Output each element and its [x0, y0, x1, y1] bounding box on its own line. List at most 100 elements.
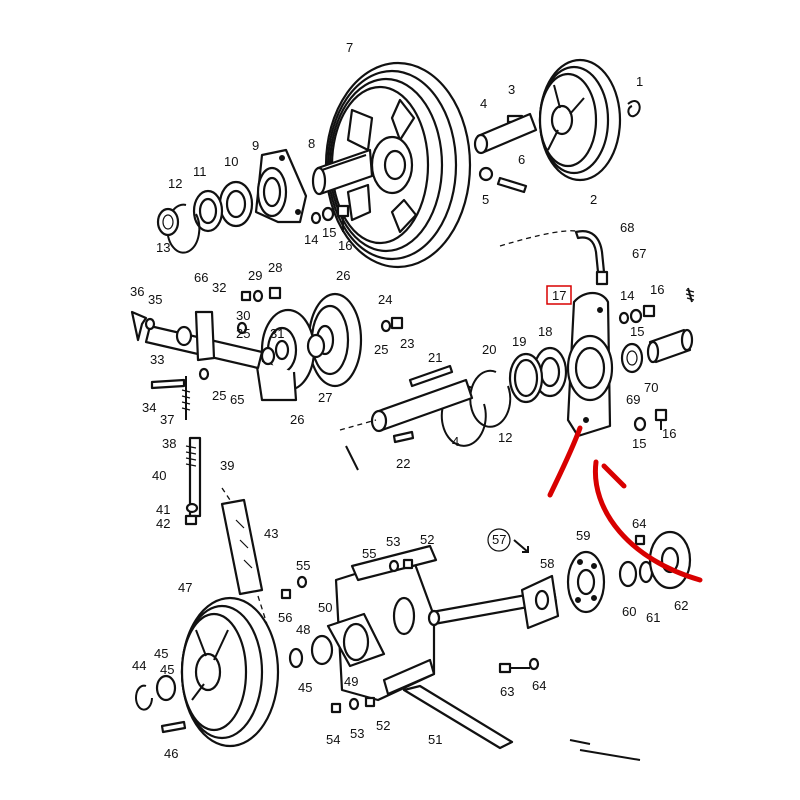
label-56: 56 — [278, 610, 292, 625]
pivot-31 — [260, 346, 276, 366]
bolt-34 — [150, 378, 186, 390]
bolt-54 — [330, 702, 342, 714]
label-18: 18 — [538, 324, 552, 339]
label-1: 1 — [636, 74, 643, 89]
highlight-box-17 — [546, 285, 572, 305]
circlip-13 — [156, 207, 180, 237]
label-53a: 53 — [386, 534, 400, 549]
label-54: 54 — [326, 732, 340, 747]
label-38: 38 — [162, 436, 176, 451]
label-45b: 45 — [160, 662, 174, 677]
label-12b: 12 — [498, 430, 512, 445]
label-14b: 14 — [620, 288, 634, 303]
bolt-64 — [634, 534, 646, 546]
bearing-69 — [620, 342, 644, 374]
label-29: 29 — [248, 268, 262, 283]
key-21 — [408, 364, 454, 388]
label-50: 50 — [318, 600, 332, 615]
ring-19 — [508, 352, 544, 404]
label-52a: 52 — [420, 532, 434, 547]
nut-24 — [380, 319, 392, 333]
washer-64b — [528, 657, 540, 671]
clip-1 — [627, 100, 641, 118]
corner-cut — [569, 739, 641, 761]
label-64b: 64 — [532, 678, 546, 693]
label-48: 48 — [296, 622, 310, 637]
label-13: 13 — [156, 240, 170, 255]
label-70: 70 — [644, 380, 658, 395]
nut-41 — [185, 502, 199, 514]
label-65: 65 — [230, 392, 244, 407]
large-pulley-7 — [324, 61, 472, 269]
label-61: 61 — [646, 610, 660, 625]
nut-5 — [478, 166, 494, 182]
label-45c: 45 — [298, 680, 312, 695]
label-55a: 55 — [296, 558, 310, 573]
sleeve-70 — [646, 328, 694, 364]
pulley-2 — [538, 58, 622, 182]
bearing-27 — [306, 333, 326, 359]
label-19: 19 — [512, 334, 526, 349]
label-2: 2 — [590, 192, 597, 207]
label-15a: 15 — [322, 225, 336, 240]
bolt-16b — [642, 304, 656, 318]
rod-51 — [402, 684, 514, 750]
label-21: 21 — [428, 350, 442, 365]
washer-53 — [388, 559, 400, 573]
label-63: 63 — [500, 684, 514, 699]
label-55b: 55 — [362, 546, 376, 561]
bolt-56 — [280, 588, 292, 600]
label-39: 39 — [220, 458, 234, 473]
label-36: 36 — [130, 284, 144, 299]
label-34: 34 — [142, 400, 156, 415]
nut-52b — [364, 696, 376, 708]
label-10: 10 — [224, 154, 238, 169]
washer-55 — [296, 575, 308, 589]
label-11: 11 — [193, 164, 207, 179]
label-43: 43 — [264, 526, 278, 541]
nut-15b — [629, 308, 643, 324]
label-67: 67 — [632, 246, 646, 261]
shaft-4-lower — [370, 378, 474, 433]
bracket-58 — [520, 574, 560, 630]
centerline-tail — [345, 445, 359, 471]
label-27: 27 — [318, 390, 332, 405]
label-46: 46 — [164, 746, 178, 761]
label-57: 57 — [492, 532, 506, 547]
nut-42 — [184, 514, 198, 526]
label-58: 58 — [540, 556, 554, 571]
label-16c: 16 — [662, 426, 676, 441]
tensioner-plate-26 — [307, 292, 363, 388]
label-59: 59 — [576, 528, 590, 543]
bearing-10 — [218, 180, 254, 228]
key-22 — [392, 430, 415, 444]
spring-38 — [185, 445, 197, 467]
bolt-30 — [240, 290, 252, 302]
highlight-curve-tick — [601, 463, 627, 489]
key-46 — [160, 720, 187, 734]
nut-23 — [390, 316, 404, 330]
label-33: 33 — [150, 352, 164, 367]
label-37: 37 — [160, 412, 174, 427]
coupling-59 — [566, 550, 606, 614]
label-30: 30 — [236, 308, 250, 323]
highlight-curve — [592, 459, 703, 583]
centerline — [339, 419, 377, 431]
label-31: 31 — [270, 326, 284, 341]
label-47: 47 — [178, 580, 192, 595]
label-51: 51 — [428, 732, 442, 747]
cable-68 — [499, 230, 609, 286]
bearing-11 — [192, 189, 224, 233]
washer-25c — [198, 367, 210, 381]
bearing-housing-49 — [326, 612, 386, 668]
label-40: 40 — [152, 468, 166, 483]
washer-25 — [236, 321, 248, 335]
label-62: 62 — [674, 598, 688, 613]
pin-36 — [130, 310, 148, 342]
label-52b: 52 — [376, 718, 390, 733]
idler-pulley-26b — [254, 308, 316, 402]
nut-52 — [402, 558, 414, 570]
label-3: 3 — [508, 82, 515, 97]
label-49: 49 — [344, 674, 358, 689]
